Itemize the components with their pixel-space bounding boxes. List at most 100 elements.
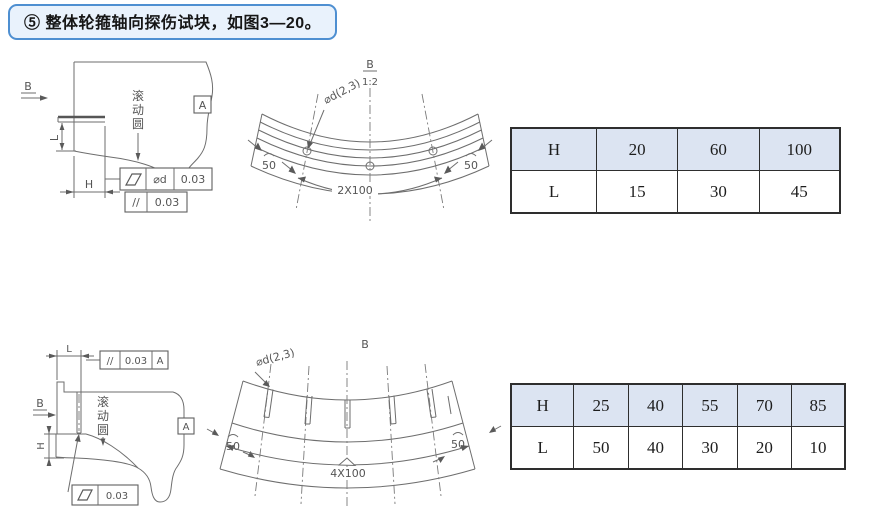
arc-dim-50-right: 50 — [444, 139, 493, 174]
value-cell: 20 — [736, 426, 793, 470]
hole-note-label: ⌀d(2,3) — [254, 346, 296, 369]
dim-span-label: 2X100 — [337, 184, 373, 197]
rolling-circle-char2: 动 — [97, 409, 109, 423]
view-arrow-b: B — [21, 80, 48, 101]
flatness-icon — [77, 489, 93, 501]
table-bottom: H 25 40 55 70 85 L 50 40 30 20 10 — [510, 383, 846, 470]
table-row: L 50 40 30 20 10 — [510, 426, 846, 470]
header-cell: 25 — [573, 383, 629, 427]
dim-50-label: 50 — [464, 159, 478, 172]
arc-dim-50-left: 50 — [247, 139, 296, 174]
datum-a-label: A — [199, 99, 207, 112]
right-arrowhead-icon — [40, 95, 48, 101]
value-cell: L — [510, 426, 575, 470]
dimension-h: H — [60, 126, 120, 198]
table-row: L 15 30 45 — [510, 170, 841, 214]
radial-centerlines — [295, 88, 445, 222]
tolerance-frame-parallelism: // 0.03 A — [99, 350, 169, 370]
arc-dim-50-right: 50 — [432, 425, 502, 463]
tolerance-value: 0.03 — [155, 196, 180, 209]
rim-profile-outline — [55, 381, 185, 503]
test-slot — [57, 115, 105, 123]
down-arrowhead-icon — [135, 153, 141, 161]
hole-diameter-note: ⌀d(2,3) — [254, 346, 296, 387]
rolling-circle-callout: 滚 动 圆 — [97, 394, 109, 446]
dimension-l: L — [48, 123, 65, 150]
arrowhead-icon — [288, 165, 296, 174]
leader-arrowhead-icon — [262, 380, 270, 387]
value-cell: 45 — [758, 170, 841, 214]
parallelism-icon: // — [107, 356, 114, 367]
section-view-bottom-drawing: L // 0.03 A B H 滚 动 圆 — [33, 344, 195, 506]
arrowhead-icon — [226, 445, 235, 451]
dimension-l: L — [46, 344, 94, 392]
table-row: H 20 60 100 — [510, 127, 841, 171]
radial-centerlines — [254, 361, 442, 508]
tolerance-value: 0.03 — [106, 491, 128, 502]
value-cell: 10 — [791, 426, 846, 470]
dimension-h: H — [36, 426, 86, 466]
test-holes — [302, 146, 438, 171]
arc-view-top-drawing: B 1:2 ⌀d(2,3) 50 — [247, 58, 493, 222]
arrowhead-icon — [460, 445, 469, 451]
header-cell: 20 — [596, 127, 679, 171]
header-cell: H — [510, 383, 575, 427]
tolerance-value: 0.03 — [125, 356, 147, 367]
triangle-mark-icon — [337, 457, 357, 467]
header-cell: 55 — [682, 383, 738, 427]
header-cell: 40 — [627, 383, 684, 427]
rolling-circle-callout: 滚 动 圆 — [132, 88, 144, 161]
view-b-title: B 1:2 — [362, 58, 378, 88]
arrowhead-icon — [489, 426, 497, 433]
header-cell: 60 — [677, 127, 760, 171]
leader-arrowhead-icon — [74, 434, 81, 442]
right-arrowhead-icon — [66, 189, 74, 195]
tolerance-frame-flatness: 0.03 — [67, 434, 139, 506]
left-arrowhead-icon — [81, 353, 89, 359]
view-label: B — [361, 338, 369, 351]
test-slots — [263, 388, 452, 429]
dim-50-label: 50 — [262, 159, 276, 172]
arc-dim-span: 4X100 — [225, 445, 470, 480]
dim-h-label: H — [85, 178, 93, 191]
down-arrowhead-icon — [46, 426, 52, 434]
rolling-circle-char1: 滚 — [97, 394, 109, 409]
arrowhead-icon — [434, 176, 442, 183]
test-slot — [76, 392, 82, 434]
leader-arrowhead-icon — [307, 141, 313, 149]
rolling-circle-char2: 动 — [132, 103, 144, 117]
section-view-top-drawing: B L 滚 动 圆 A H — [21, 61, 214, 213]
datum-a-box: A — [193, 95, 212, 114]
dim-l-label: L — [48, 134, 61, 141]
datum-ref-label: A — [157, 356, 164, 367]
arc-view-bottom-drawing: B ⌀d(2,3) 50 50 — [206, 338, 502, 508]
tolerance-frame-parallelism: // 0.03 — [124, 191, 188, 213]
value-cell: 15 — [596, 170, 679, 214]
tolerance-value: 0.03 — [181, 173, 206, 186]
view-arrow-b: B — [33, 397, 56, 418]
arrowhead-icon — [478, 142, 486, 151]
right-arrowhead-icon — [49, 353, 57, 359]
flatness-icon — [124, 173, 143, 186]
table-top: H 20 60 100 L 15 30 45 — [510, 127, 841, 214]
header-cell: H — [510, 127, 598, 171]
value-cell: 40 — [627, 426, 684, 470]
down-arrowhead-icon — [100, 438, 106, 446]
view-arrow-label: B — [36, 397, 44, 410]
tolerance-frame-flatness: ⌀d 0.03 — [119, 167, 213, 191]
view-arrow-label: B — [24, 80, 32, 93]
arc-dim-span: 2X100 — [297, 176, 443, 197]
arrowhead-icon — [211, 429, 219, 436]
arrowhead-icon — [298, 176, 306, 183]
datum-a-box: A — [177, 417, 195, 435]
value-cell: 30 — [677, 170, 760, 214]
dim-span-label: 4X100 — [330, 467, 366, 480]
value-cell: L — [510, 170, 598, 214]
value-cell: 50 — [573, 426, 629, 470]
down-arrowhead-icon — [59, 143, 65, 150]
page-title: ⑤ 整体轮箍轴向探伤试块，如图3—20。 — [8, 4, 338, 40]
arc-dim-50-left: 50 — [206, 428, 255, 458]
rolling-circle-char1: 滚 — [132, 88, 144, 103]
dim-h-label: H — [36, 442, 47, 450]
dim-l-label: L — [66, 344, 72, 355]
